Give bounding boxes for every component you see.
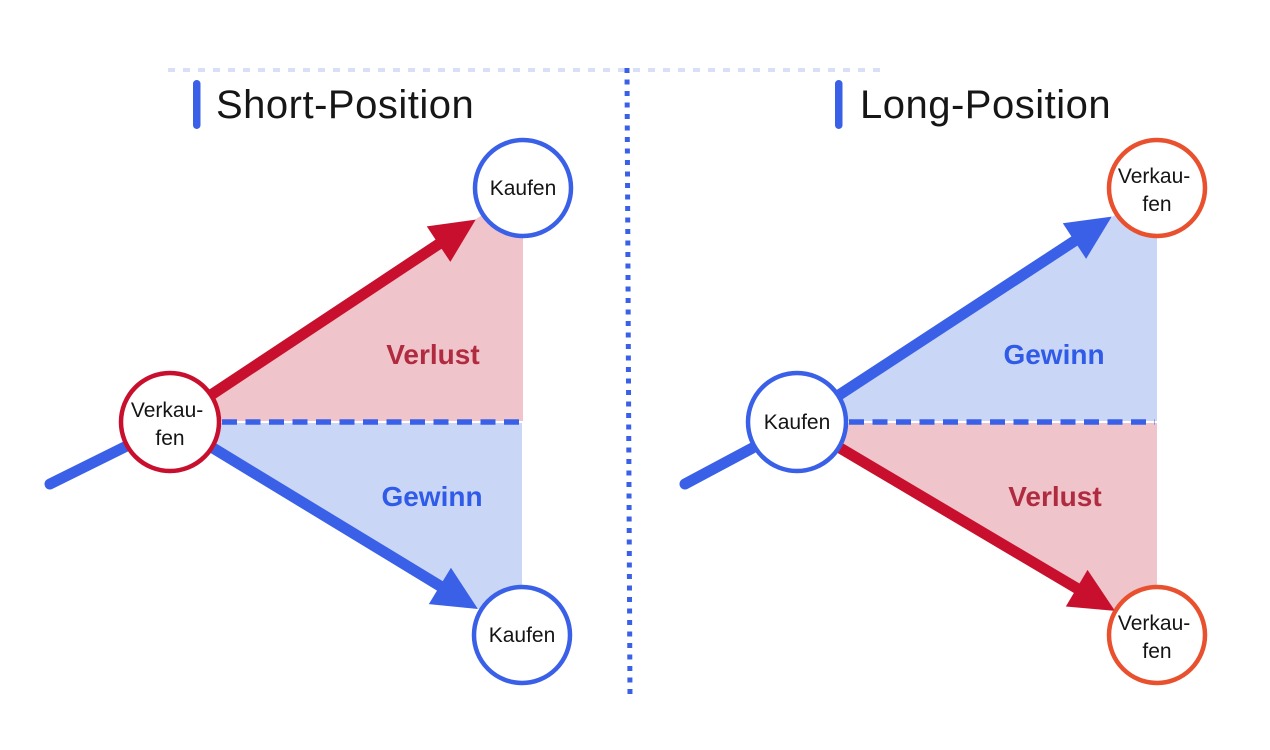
long-exit-bottom-circle-label: Verkau- fen (1118, 612, 1196, 663)
short-exit-top-circle (472, 137, 574, 239)
short-title-accent-bar (193, 80, 201, 129)
short-exit-bottom-circle (471, 584, 573, 686)
long-panel-title: Long-Position (860, 83, 1111, 127)
long-entry-circle-label: Kaufen (764, 411, 831, 434)
short-exit-bottom-circle-label: Kaufen (489, 624, 556, 647)
long-exit-top-circle-label: Verkau- fen (1118, 165, 1196, 216)
long-position-panel: Long-Position Gewinn Verlust Kaufen Verk… (679, 80, 1208, 686)
short-price-up-arrow (207, 219, 476, 400)
long-entry-circle (745, 370, 849, 474)
short-loss-label: Verlust (386, 339, 479, 370)
long-price-up-arrow (835, 216, 1112, 400)
long-exit-top-circle (1106, 137, 1208, 239)
short-panel-title: Short-Position (216, 83, 474, 127)
short-entry-circle (118, 370, 222, 474)
short-position-panel: Short-Position Verlust Gewinn Verkau- fe… (44, 80, 574, 686)
panel-divider-dotted-line (624, 67, 633, 701)
long-exit-bottom-circle (1106, 584, 1208, 686)
short-price-down-arrow (210, 443, 478, 610)
long-price-down-arrow (837, 443, 1115, 611)
short-exit-top-circle-label: Kaufen (490, 177, 557, 200)
long-profit-label: Gewinn (1003, 339, 1104, 370)
long-title-accent-bar (835, 80, 843, 129)
long-loss-label: Verlust (1008, 481, 1101, 512)
short-entry-circle-label: Verkau- fen (131, 399, 209, 450)
short-profit-label: Gewinn (381, 481, 482, 512)
